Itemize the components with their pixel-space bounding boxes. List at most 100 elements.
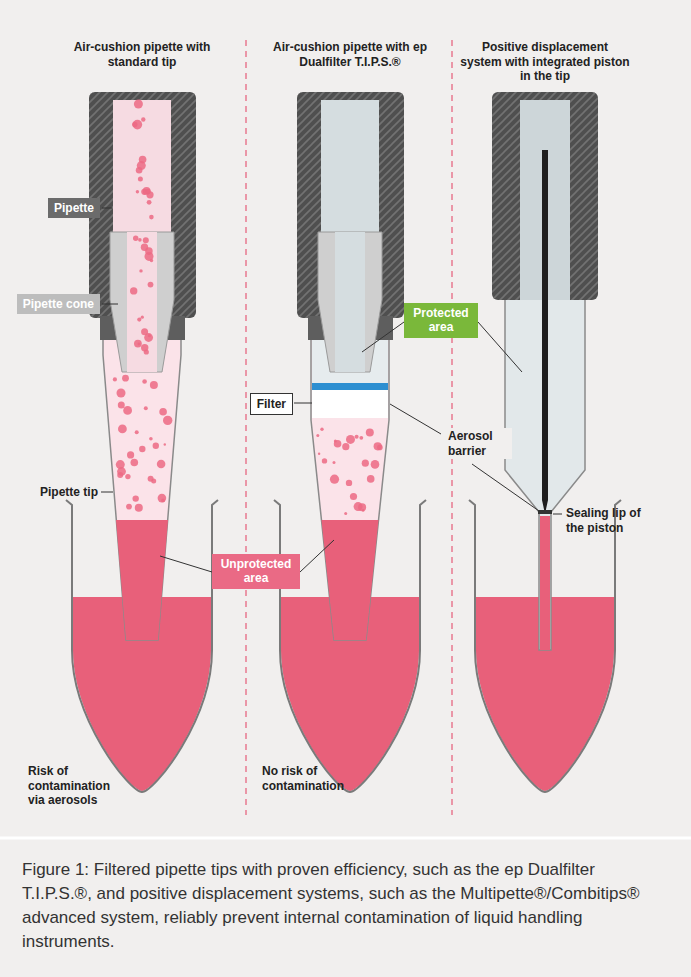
leader-line: [160, 556, 212, 572]
pipette-body: [89, 92, 196, 372]
aerosol-droplet: [134, 340, 142, 348]
aerosol-droplet: [333, 461, 336, 464]
sample-tube: [66, 500, 218, 792]
pipette-body: [318, 232, 382, 372]
aerosol-droplet: [127, 451, 134, 458]
aerosol-droplet: [142, 379, 147, 384]
pipette-body: [113, 100, 171, 240]
aerosol-droplet: [367, 475, 375, 483]
aerosol-droplet: [316, 434, 319, 437]
sample-tube: [469, 500, 621, 792]
aerosol-droplet: [117, 389, 126, 398]
aerosol-droplet: [144, 333, 153, 342]
aerosol-droplet: [133, 120, 143, 130]
leader-line: [101, 492, 113, 493]
aerosol-droplet: [123, 406, 132, 415]
aerosol-droplet: [146, 189, 151, 194]
aerosol-droplet: [151, 479, 156, 484]
aerosol-droplet: [113, 100, 383, 516]
outcome-note: No risk of contamination: [262, 764, 346, 793]
aerosol-droplet: [149, 215, 154, 220]
aerosol-droplet: [371, 460, 380, 469]
aerosol-droplet: [148, 282, 154, 288]
aerosol-droplet: [342, 443, 349, 450]
leader-line: [102, 208, 112, 209]
filter-tip: [312, 390, 388, 418]
aerosol-droplet: [138, 238, 142, 242]
piston: [538, 150, 552, 514]
aerosol-droplet: [136, 167, 143, 174]
aerosol-droplet: [330, 475, 339, 484]
aerosol-droplet: [320, 428, 323, 431]
aerosol-droplet: [334, 440, 337, 443]
column-divider: [246, 40, 452, 815]
aerosol-droplet: [374, 442, 382, 450]
aerosol-droplet: [322, 458, 327, 463]
part-label: Pipette tip: [28, 485, 98, 500]
aerosol-droplet: [334, 440, 342, 448]
aerosol-droplet: [144, 406, 148, 410]
aerosol-droplet: [141, 316, 144, 319]
area-label-box: Protected area: [404, 303, 478, 338]
aerosol-droplet: [131, 459, 139, 467]
leader-line: [102, 304, 118, 305]
aerosol-droplet: [136, 190, 139, 193]
part-label: Sealing lip of the piston: [566, 506, 658, 535]
pipette-tip: [116, 520, 168, 640]
aerosol-droplet: [158, 494, 167, 503]
aerosol-droplet: [318, 453, 320, 455]
aerosol-droplet: [118, 402, 125, 409]
aerosol-droplet: [164, 443, 166, 445]
aerosol-droplet: [355, 435, 359, 439]
caption-divider: [0, 837, 691, 840]
aerosol-droplet: [138, 176, 143, 181]
box-text: Unprotected area: [218, 557, 294, 586]
pipette-body: [127, 232, 157, 372]
box-text: Pipette: [54, 201, 94, 215]
aerosol-droplet: [137, 318, 141, 322]
aerosol-droplet: [141, 117, 145, 121]
aerosol-droplet: [358, 503, 366, 511]
box-text: Filter: [257, 397, 286, 411]
aerosol-droplet: [139, 269, 142, 272]
piston: [542, 150, 548, 514]
pipette-body: [110, 232, 174, 372]
outcome-note: Risk of contamination via aerosols: [28, 764, 120, 808]
aerosol-droplet: [149, 437, 153, 441]
aerosol-droplet: [134, 100, 143, 109]
figure-caption: Figure 1: Filtered pipette tips with pro…: [22, 858, 667, 955]
aerosol-droplet: [133, 236, 138, 241]
leader-line: [362, 322, 404, 352]
leader-line: [478, 322, 522, 372]
leader-line: [390, 404, 441, 434]
aerosol-droplet: [153, 443, 159, 449]
aerosol-droplet: [163, 416, 172, 425]
part-label-box: Filter: [250, 393, 293, 415]
box-text: Pipette cone: [23, 297, 94, 311]
leader-line: [300, 540, 334, 572]
aerosol-droplet: [346, 480, 352, 486]
aerosol-droplet: [366, 429, 374, 437]
pipette-body: [321, 100, 379, 240]
aerosol-droplet: [135, 430, 139, 434]
part-label-box: Pipette cone: [17, 294, 100, 314]
column-heading: Air-cushion pipette with ep Dualfilter T…: [268, 40, 432, 69]
sample-tube: [274, 500, 426, 792]
part-label-box: Pipette: [48, 198, 100, 218]
aerosol-droplet: [118, 425, 127, 434]
leader-line: [553, 514, 562, 515]
aerosol-droplet: [344, 512, 347, 515]
aerosol-droplet: [139, 446, 145, 452]
aerosol-droplet: [117, 467, 126, 476]
aerosol-droplet: [126, 504, 132, 510]
aerosol-droplet: [122, 375, 129, 382]
area-label-box: Unprotected area: [212, 554, 300, 589]
aerosol-droplet: [359, 436, 363, 440]
pipette-body: [297, 92, 404, 372]
aerosol-droplet: [159, 408, 167, 416]
pipette-body: [335, 232, 365, 372]
leader-line: [472, 464, 539, 511]
sample-tube: [66, 500, 621, 792]
aerosol-droplet: [125, 474, 130, 479]
